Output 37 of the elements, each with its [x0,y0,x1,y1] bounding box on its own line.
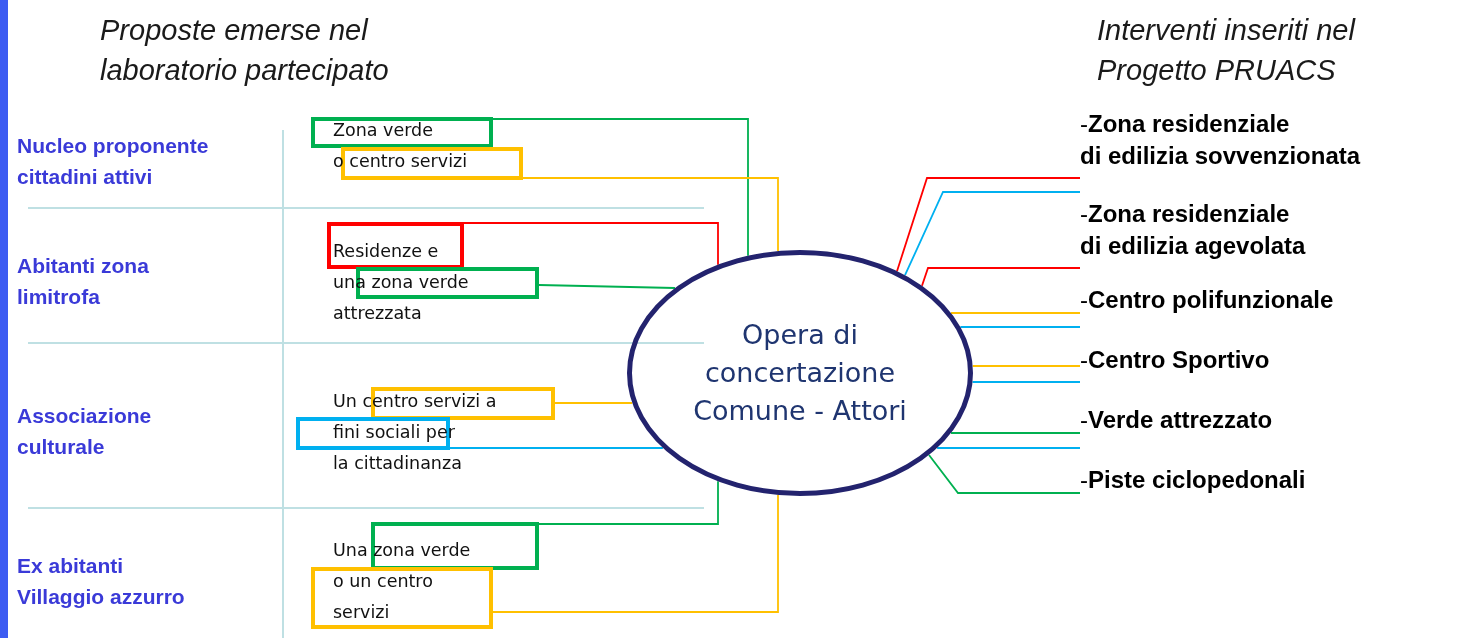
intervention-text: -Zona residenziale di edilizia agevolata [1080,198,1475,272]
connector-line [959,326,1081,328]
highlight-box [311,117,493,148]
connector-line [463,222,719,266]
connector-line [522,177,779,252]
group-name: Nucleo proponente cittadini attivi [17,133,209,190]
node-text: Opera di concertazione Comune - Attori [692,318,908,428]
intervention-text: -Verde attrezzato [1080,404,1475,452]
connector-line [971,365,1081,367]
group-name: Associazione culturale [17,403,152,460]
connector-line [449,447,664,449]
intervention-text: -Zona residenziale di edilizia sovvenzionata [1080,108,1475,196]
intervention-text: -Centro Sportivo [1080,344,1475,390]
highlight-box [371,522,539,570]
connector-line [936,447,1081,449]
connector-line [538,284,676,289]
connector-line [950,312,1081,314]
connector-line [492,118,749,257]
highlight-box [311,567,493,629]
connector-line [538,480,719,525]
connector-line [928,454,1081,494]
ellipse-node [627,250,973,496]
connector-line [921,267,1081,287]
intervention-text: -Piste ciclopedonali [1080,464,1475,498]
highlight-box [341,147,523,180]
group-name: Ex abitanti Villaggio azzurro [17,553,185,610]
connector-line [492,494,779,613]
connector-line [971,381,1081,383]
connector-line [554,402,634,404]
group-name: Abitanti zona limitrofa [17,253,149,310]
connector-line [950,432,1081,434]
column-heading: Interventi inseriti nel Progetto PRUACS [1097,13,1355,88]
column-heading: Proposte emerse nel laboratorio partecipato [100,13,389,88]
connector-line [904,191,1081,277]
intervention-text: -Centro polifunzionale [1080,284,1475,330]
highlight-box [327,222,464,269]
connector-line [896,177,1081,273]
